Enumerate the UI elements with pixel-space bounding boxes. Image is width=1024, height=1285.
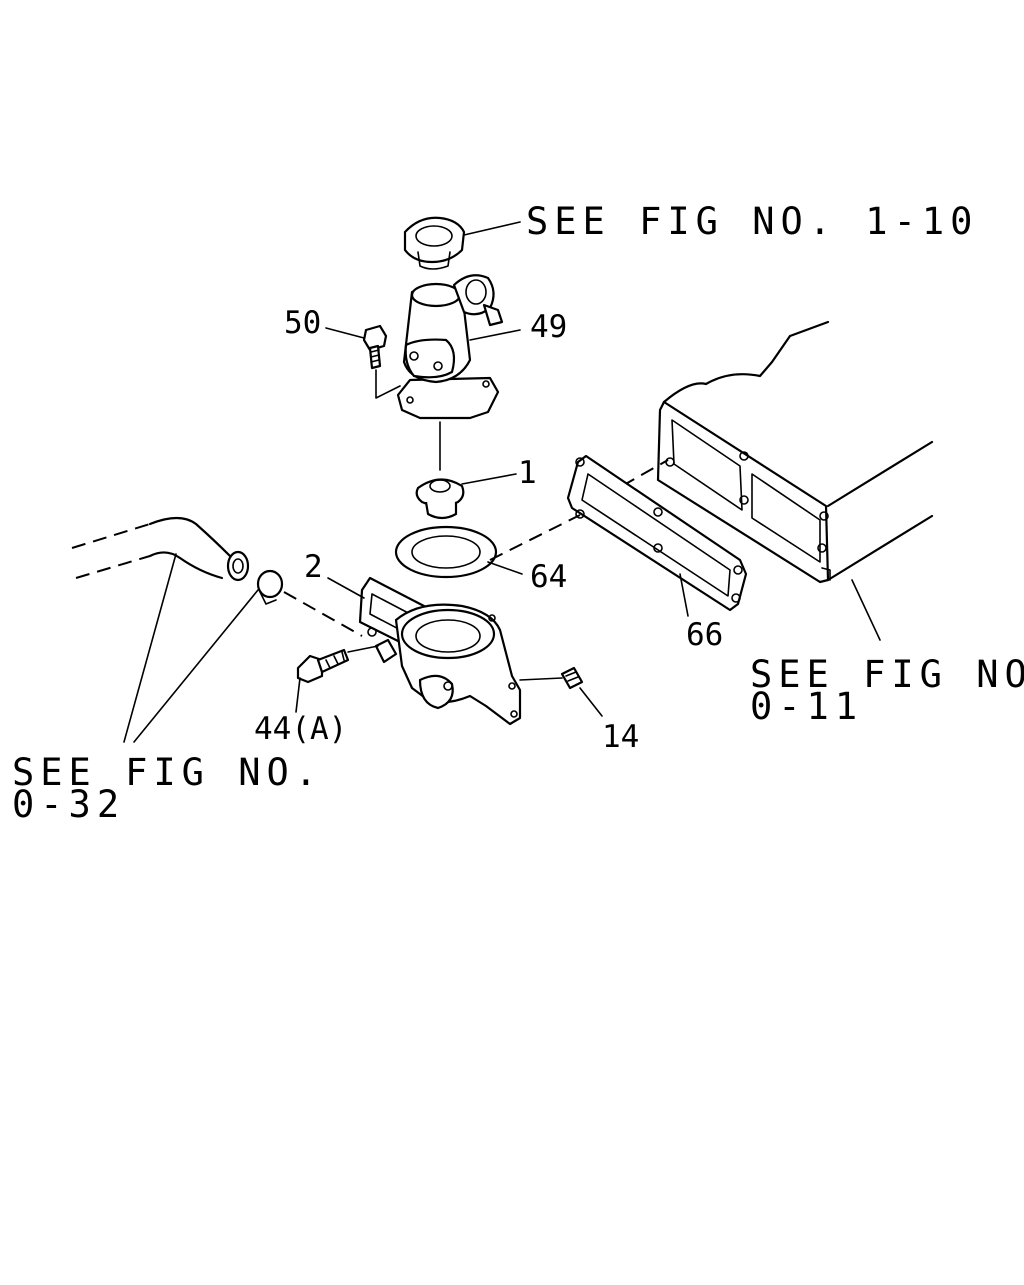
dashed-assembly-line	[621, 459, 669, 487]
part-label-49: 49	[530, 309, 568, 345]
part-label-1: 1	[518, 455, 537, 491]
thermostat-case-2	[358, 576, 522, 726]
part-label-64: 64	[530, 559, 568, 595]
plug-14	[560, 666, 584, 690]
assembly-line	[347, 645, 379, 653]
dashed-assembly-line	[283, 591, 363, 637]
part-label-50: 50	[284, 305, 322, 341]
thermostat-1	[415, 478, 465, 520]
leader-fig-0-32	[123, 553, 177, 743]
leader-fig-1-10	[463, 221, 521, 236]
engine-block	[656, 320, 934, 584]
thermostat-housing-49	[396, 274, 504, 420]
leader-fig-0-11	[851, 579, 881, 641]
hose-clamp	[256, 569, 284, 605]
leader-2	[327, 577, 365, 599]
leader-14	[579, 687, 603, 717]
leader-49	[469, 329, 521, 341]
part-label-14: 14	[602, 719, 640, 755]
part-label-2: 2	[304, 549, 323, 585]
dashed-assembly-line	[489, 514, 581, 561]
reference-fig-0-32-line1: SEE FIG NO.	[12, 751, 324, 794]
gasket-ring-64	[394, 525, 498, 579]
reference-fig-0-32-line2: 0-32	[12, 783, 126, 826]
reference-fig-0-11-line1: SEE FIG NO.	[750, 653, 1024, 696]
assembly-line	[519, 677, 563, 681]
leader-64	[487, 561, 523, 575]
leader-1	[461, 473, 517, 485]
part-label-66: 66	[686, 617, 724, 653]
reference-fig-0-11-line2: 0-11	[750, 685, 864, 728]
water-pipe	[71, 516, 250, 582]
leader-50	[325, 327, 365, 339]
leader-66	[679, 573, 689, 617]
radiator-cap	[403, 216, 466, 270]
leader-fig-0-32	[133, 589, 259, 743]
gasket-66	[566, 454, 748, 612]
part-label-44a: 44(A)	[254, 711, 348, 747]
leader-44a	[295, 677, 301, 713]
bolt-50	[362, 324, 401, 399]
reference-fig-1-10: SEE FIG NO. 1-10	[526, 200, 979, 243]
bolt-44a	[296, 648, 350, 684]
